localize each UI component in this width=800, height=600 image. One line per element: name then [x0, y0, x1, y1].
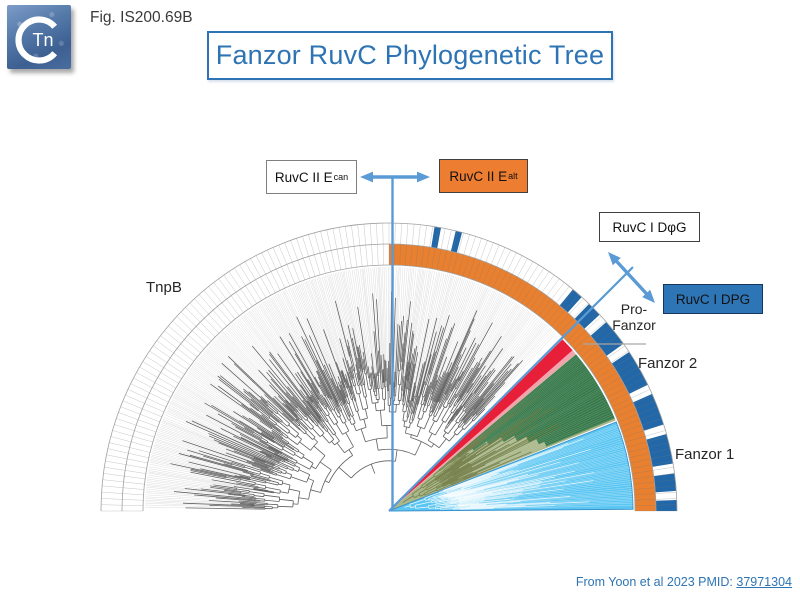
- callout-ruvc2-ecan-text: RuvC II E: [274, 169, 333, 185]
- callout-ruvc2-ealt-text: RuvC II E: [449, 168, 508, 184]
- label-tnpb: TnpB: [146, 279, 182, 296]
- callout-ruvc1-dpg: RuvC I DPG: [663, 284, 763, 314]
- figure-id-label: Fig. IS200.69B: [90, 9, 193, 26]
- citation-text: From Yoon et al 2023 PMID:: [575, 575, 737, 589]
- title-box: Fanzor RuvC Phylogenetic Tree: [207, 31, 613, 80]
- label-pro-fanzor: Pro- Fanzor: [602, 301, 666, 333]
- label-fanzor2: Fanzor 2: [638, 355, 698, 372]
- callout-ruvc1-dphig-text: RuvC I DφG: [612, 219, 687, 235]
- logo: Tn: [7, 5, 71, 69]
- logo-tn-icon: Tn: [15, 16, 58, 64]
- label-pro-fanzor-line2: Fanzor: [612, 316, 656, 333]
- label-fanzor1: Fanzor 1: [675, 446, 735, 463]
- page-title: Fanzor RuvC Phylogenetic Tree: [215, 40, 605, 70]
- callout-ruvc1-dphig: RuvC I DφG: [599, 212, 700, 242]
- svg-text:Tn: Tn: [32, 30, 53, 50]
- label-pro-fanzor-line1: Pro-: [620, 301, 648, 317]
- callout-ruvc1-dpg-text: RuvC I DPG: [675, 291, 751, 307]
- pmid-link[interactable]: 37971304: [736, 575, 792, 589]
- citation: From Yoon et al 2023 PMID: 37971304: [576, 575, 792, 589]
